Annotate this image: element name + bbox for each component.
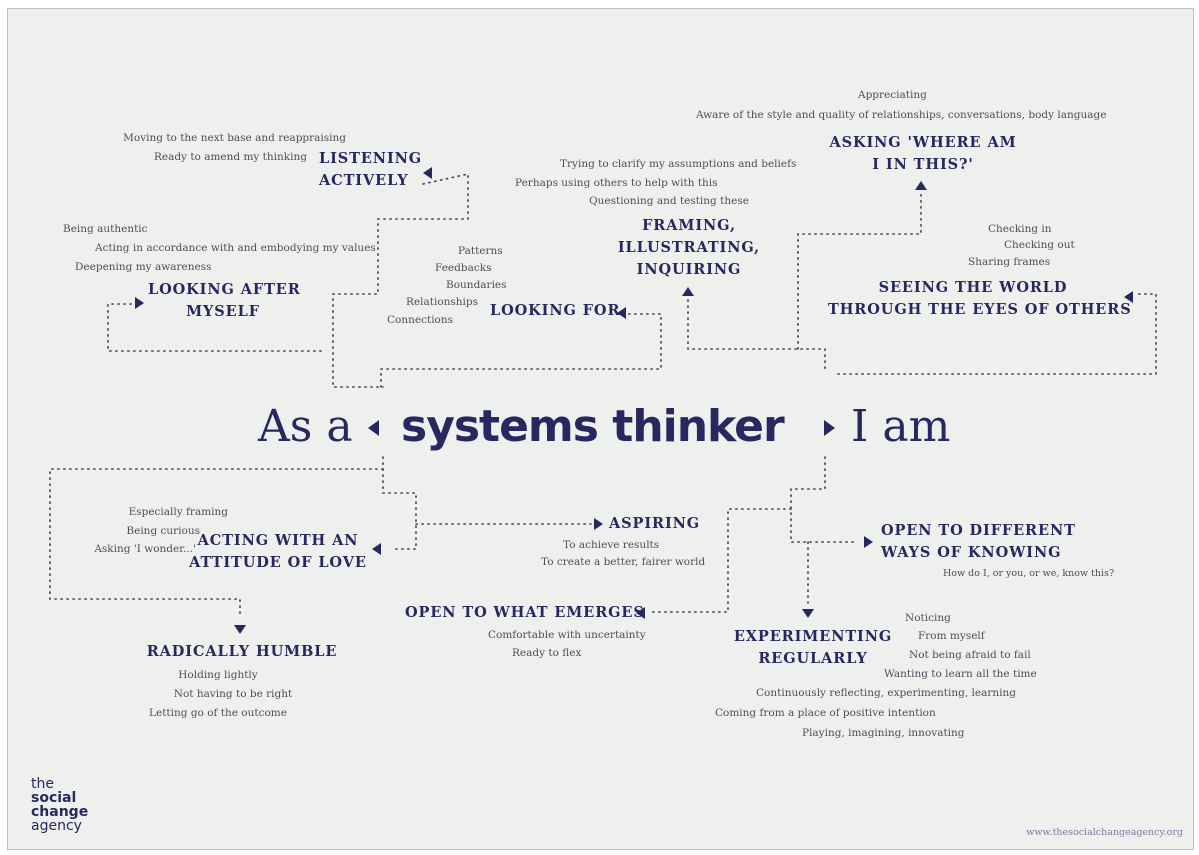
- heading-listening-1: LISTENING: [319, 150, 423, 167]
- heading-experimenting-2: REGULARLY: [758, 650, 868, 667]
- arrow-framing: [682, 287, 694, 296]
- social-change-agency-logo: the social change agency: [31, 777, 88, 833]
- heading-framing-1: FRAMING,: [642, 217, 736, 234]
- arrow-emerges: [636, 607, 645, 619]
- note-looking-for-1: Patterns: [458, 245, 503, 257]
- note-emerges-1: Comfortable with uncertainty: [488, 629, 646, 641]
- heading-aspiring: ASPIRING: [609, 515, 701, 532]
- connector-listening: [332, 173, 469, 388]
- central-right-arrow: [824, 420, 835, 436]
- central-left-arrow: [368, 420, 379, 436]
- note-looking-after-3: Deepening my awareness: [75, 261, 212, 273]
- note-seeing-3: Sharing frames: [968, 256, 1051, 268]
- note-looking-for-3: Boundaries: [446, 279, 507, 291]
- note-looking-after-1: Being authentic: [63, 223, 148, 235]
- arrow-aspiring: [594, 518, 603, 530]
- connector-framing: [687, 293, 826, 370]
- arrow-listening: [423, 167, 432, 179]
- connector-right-lower: [790, 456, 859, 543]
- note-experimenting-6: Coming from a place of positive intentio…: [715, 707, 936, 719]
- arrow-looking-for: [617, 307, 626, 319]
- note-seeing-2: Checking out: [1004, 239, 1075, 251]
- arrow-looking-after: [135, 297, 144, 309]
- note-seeing-1: Checking in: [988, 223, 1052, 235]
- logo-line-2: social: [31, 790, 77, 806]
- note-listening-1: Moving to the next base and reappraising: [123, 132, 346, 144]
- heading-looking-after-2: MYSELF: [186, 303, 260, 320]
- note-listening-2: Ready to amend my thinking: [153, 151, 307, 163]
- arrow-humble: [234, 625, 246, 634]
- connector-acting-love-branch: [382, 468, 417, 550]
- heading-seeing-2: THROUGH THE EYES OF OTHERS: [828, 301, 1132, 318]
- central-right-text: I am: [851, 401, 951, 452]
- heading-acting-1: ACTING WITH AN: [197, 532, 359, 549]
- note-looking-for-5: Connections: [387, 314, 454, 326]
- logo-line-4: agency: [31, 818, 82, 834]
- note-humble-3: Letting go of the outcome: [149, 707, 287, 719]
- note-framing-2: Perhaps using others to help with this: [515, 177, 718, 189]
- note-experimenting-5: Continuously reflecting, experimenting, …: [756, 687, 1016, 699]
- arrow-seeing: [1124, 291, 1133, 303]
- note-humble-2: Not having to be right: [173, 688, 293, 700]
- note-asking-2: Aware of the style and quality of relati…: [696, 109, 1107, 121]
- note-framing-3: Questioning and testing these: [589, 195, 749, 207]
- logo-line-1: the: [31, 776, 54, 792]
- note-humble-1: Holding lightly: [178, 669, 258, 681]
- heading-looking-after-1: LOOKING AFTER: [148, 281, 301, 298]
- heading-listening-2: ACTIVELY: [319, 172, 409, 189]
- note-acting-2: Being curious: [126, 525, 200, 537]
- note-aspiring-1: To achieve results: [563, 539, 660, 551]
- connector-lines: [49, 173, 1157, 618]
- arrow-experimenting: [802, 609, 814, 618]
- note-looking-for-4: Relationships: [406, 296, 479, 308]
- heading-asking-1: ASKING 'WHERE AM: [829, 134, 1017, 151]
- poster: As a systems thinker I am Moving to the …: [7, 8, 1194, 850]
- heading-framing-2: ILLUSTRATING,: [617, 239, 761, 256]
- connector-looking-for: [380, 313, 662, 388]
- heading-emerges: OPEN TO WHAT EMERGES: [405, 604, 645, 621]
- note-acting-3: Asking 'I wonder...': [94, 543, 196, 555]
- note-aspiring-2: To create a better, fairer world: [541, 556, 706, 568]
- connector-asking: [797, 193, 922, 350]
- note-looking-for-2: Feedbacks: [435, 262, 492, 274]
- note-experimenting-1: Noticing: [905, 612, 951, 624]
- connector-emerges: [647, 508, 792, 613]
- arrow-open-knowing: [864, 536, 873, 548]
- note-experimenting-3: Not being afraid to fail: [909, 649, 1031, 661]
- heading-open-knowing-2: WAYS OF KNOWING: [881, 544, 1062, 561]
- logo-line-3: change: [31, 804, 89, 820]
- note-acting-1: Especially framing: [128, 506, 228, 518]
- page-top-strip: [0, 0, 1199, 8]
- arrow-acting: [372, 543, 381, 555]
- central-statement: As a systems thinker I am: [8, 397, 1193, 457]
- arrow-asking: [915, 181, 927, 190]
- note-asking-1: Appreciating: [858, 89, 927, 101]
- connector-seeing: [837, 293, 1157, 375]
- heading-seeing-1: SEEING THE WORLD: [878, 279, 1068, 296]
- note-experimenting-2: From myself: [918, 630, 985, 642]
- note-experimenting-7: Playing, imagining, innovating: [802, 727, 965, 739]
- heading-humble: RADICALLY HUMBLE: [146, 643, 338, 660]
- heading-framing-3: INQUIRING: [636, 261, 742, 278]
- note-framing-1: Trying to clarify my assumptions and bel…: [560, 158, 797, 170]
- heading-open-knowing-1: OPEN TO DIFFERENT: [881, 522, 1076, 539]
- note-open-knowing-1: How do I, or you, or we, know this?: [943, 568, 1115, 579]
- note-emerges-2: Ready to flex: [512, 647, 582, 659]
- heading-asking-2: I IN THIS?': [872, 156, 974, 173]
- note-experimenting-4: Wanting to learn all the time: [884, 668, 1037, 680]
- heading-acting-2: ATTITUDE OF LOVE: [189, 554, 367, 571]
- website-url[interactable]: www.thesocialchangeagency.org: [1026, 827, 1183, 838]
- central-left-text: As a: [258, 401, 353, 452]
- heading-looking-for: LOOKING FOR: [490, 302, 621, 319]
- heading-experimenting-1: EXPERIMENTING: [733, 628, 893, 645]
- note-looking-after-2: Acting in accordance with and embodying …: [95, 242, 376, 254]
- connector-acting-love: [49, 456, 384, 618]
- central-main-text: systems thinker: [401, 401, 785, 452]
